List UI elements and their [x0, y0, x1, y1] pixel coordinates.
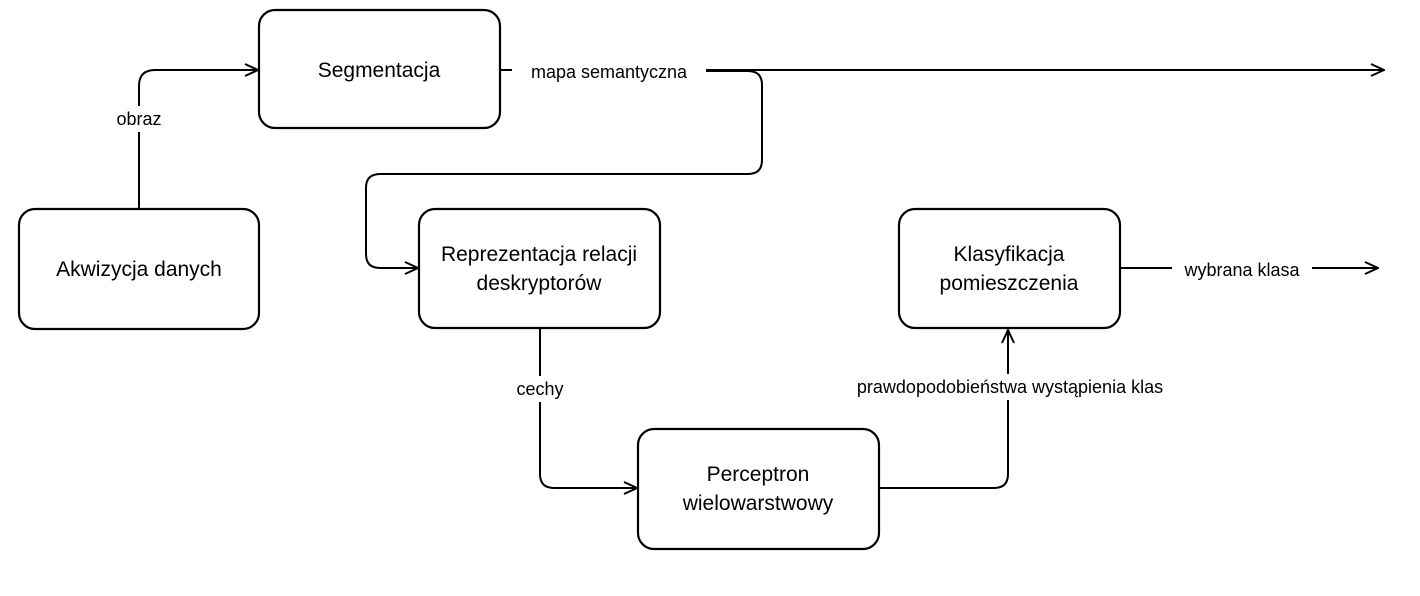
- node-perceptron-label-line1: Perceptron: [707, 463, 810, 486]
- edge-class-probabilities-arrow: [878, 329, 1015, 489]
- edge-semantic-map-label: mapa semantyczna: [531, 62, 688, 82]
- node-perceptron-label-line2: wielowarstwowy: [682, 492, 834, 515]
- node-classification-label-line2: pomieszczenia: [940, 272, 1079, 295]
- edge-semantic-map-arrow: [365, 70, 763, 275]
- edge-class-probabilities-label: prawdopodobieństwa wystąpienia klas: [857, 377, 1163, 397]
- node-representation: Reprezentacja relacji deskryptorów: [417, 207, 662, 330]
- node-segmentation: Segmentacja: [257, 8, 502, 130]
- edge-class-probabilities: prawdopodobieństwa wystąpienia klas: [826, 374, 1192, 400]
- edge-selected-class: wybrana klasa: [1172, 258, 1312, 282]
- edge-semantic-map: mapa semantyczna: [512, 60, 706, 84]
- node-representation-label-line2: deskryptorów: [477, 272, 603, 295]
- node-acquisition: Akwizycja danych: [17, 207, 261, 331]
- node-acquisition-label: Akwizycja danych: [56, 258, 222, 281]
- node-classification-label-line1: Klasyfikacja: [954, 243, 1065, 266]
- node-perceptron: Perceptron wielowarstwowy: [636, 427, 881, 551]
- edge-features-label: cechy: [516, 379, 563, 399]
- node-segmentation-label: Segmentacja: [318, 59, 441, 82]
- edge-image: obraz: [108, 106, 170, 132]
- edge-image-label: obraz: [116, 109, 161, 129]
- edge-features: cechy: [508, 376, 572, 402]
- edge-features-arrow: [539, 327, 638, 495]
- node-representation-label-line1: Reprezentacja relacji: [441, 243, 637, 266]
- node-classification: Klasyfikacja pomieszczenia: [897, 207, 1122, 330]
- edge-selected-class-label: wybrana klasa: [1183, 260, 1300, 280]
- edge-image-arrow: [138, 63, 259, 210]
